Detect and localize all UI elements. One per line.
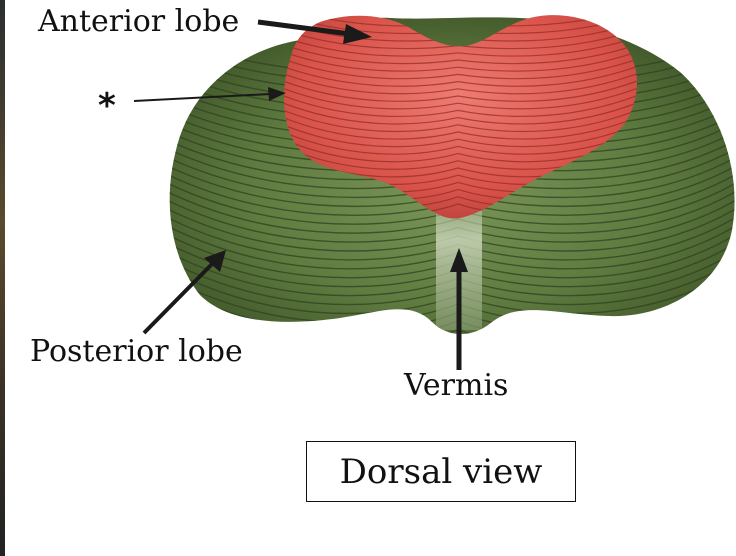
anterior-folium-line <box>284 68 637 95</box>
anterior-folium-line <box>284 97 637 125</box>
anterior-lobe-label: Anterior lobe <box>38 4 240 39</box>
anterior-folium-line <box>284 75 637 102</box>
anterior-folium-line <box>284 111 637 140</box>
vermis-label: Vermis <box>404 368 509 403</box>
anterior-folium-line <box>284 125 637 155</box>
anterior-folium-line <box>284 46 637 72</box>
anterior-folium-line <box>284 39 637 65</box>
arrow-anterior-lobe <box>257 19 372 44</box>
image-edge-strip <box>0 0 5 556</box>
caption-box: Dorsal view <box>306 441 576 502</box>
anterior-folium-line <box>284 53 637 80</box>
anterior-folium-line <box>284 104 637 133</box>
anterior-lobe-shape <box>284 15 637 219</box>
anterior-folium-line <box>284 61 637 87</box>
arrow-asterisk <box>133 87 286 102</box>
anterior-folium-line <box>284 82 637 110</box>
anterior-folium-line <box>284 32 637 57</box>
anterior-folium-line <box>284 118 637 148</box>
posterior-lobe-label: Posterior lobe <box>30 334 243 369</box>
arrow-vermis <box>450 248 468 370</box>
arrow-posterior-lobe <box>142 250 226 335</box>
asterisk-marker-label: * <box>98 86 116 126</box>
caption-text: Dorsal view <box>339 451 543 492</box>
anterior-folium-line <box>284 89 637 117</box>
